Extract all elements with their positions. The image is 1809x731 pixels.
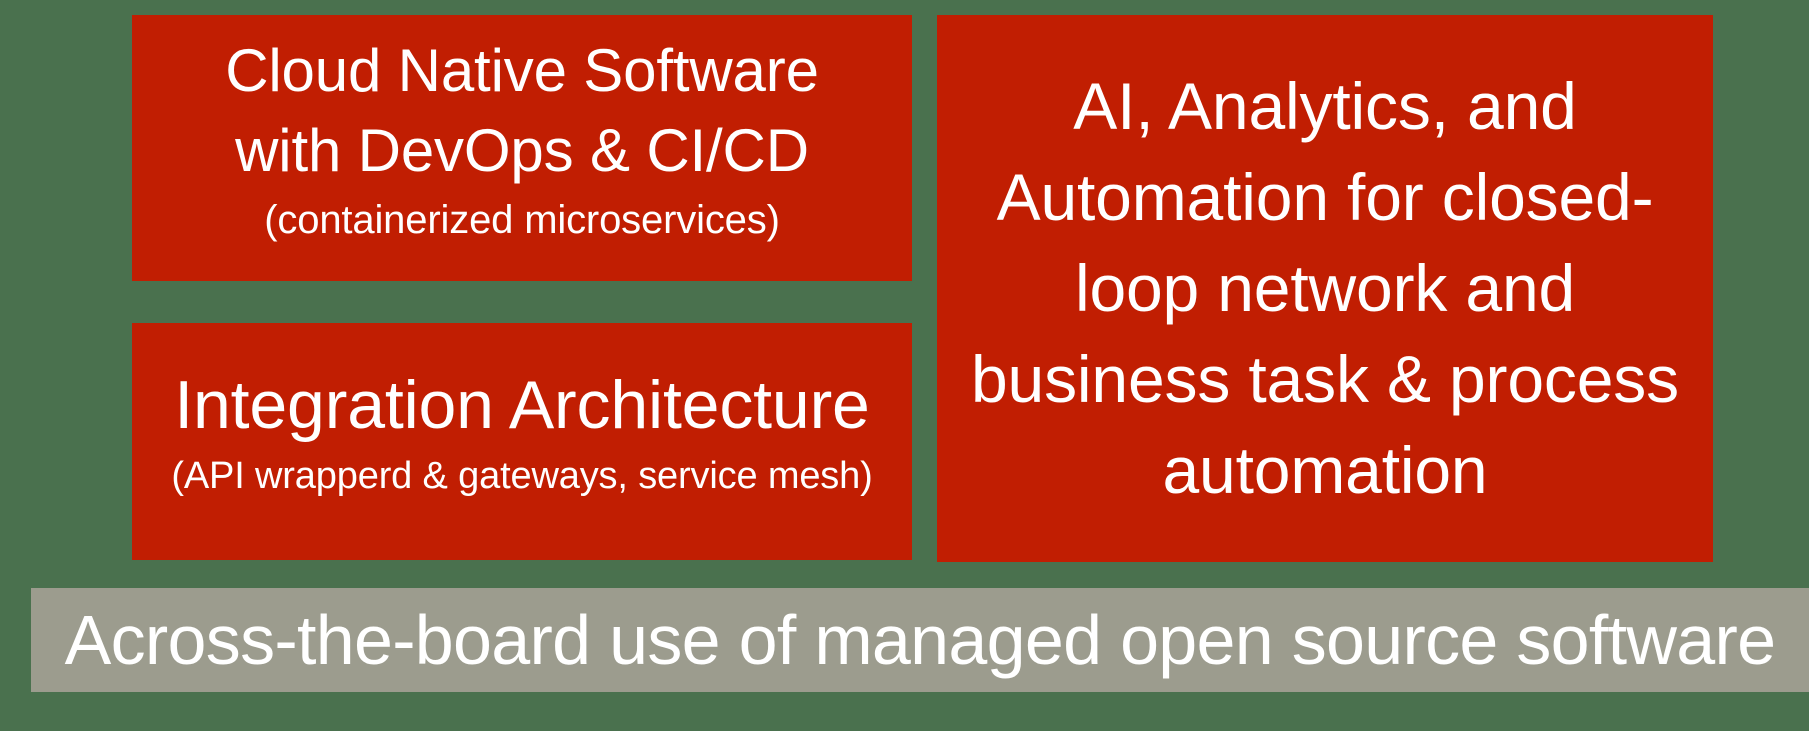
cloud-native-box: Cloud Native Software with DevOps & CI/C…	[132, 15, 912, 281]
integration-architecture-box: Integration Architecture (API wrapperd &…	[132, 323, 912, 560]
cloud-native-subtitle: (containerized microservices)	[264, 198, 780, 242]
ai-analytics-line-4: business task & process	[971, 342, 1679, 416]
ai-analytics-line-1: AI, Analytics, and	[1073, 69, 1577, 143]
open-source-bar: Across-the-board use of managed open sou…	[31, 588, 1809, 692]
ai-analytics-line-3: loop network and	[1074, 251, 1576, 325]
ai-analytics-line-2: Automation for closed-	[996, 160, 1654, 234]
open-source-bar-label: Across-the-board use of managed open sou…	[64, 601, 1776, 679]
integration-architecture-title: Integration Architecture	[174, 366, 870, 443]
integration-architecture-subtitle: (API wrapperd & gateways, service mesh)	[171, 454, 873, 497]
ai-analytics-automation-box: AI, Analytics, and Automation for closed…	[937, 15, 1713, 562]
cloud-native-title-line-2: with DevOps & CI/CD	[235, 117, 809, 184]
cloud-native-title-line-1: Cloud Native Software	[225, 37, 819, 104]
ai-analytics-line-5: automation	[1162, 433, 1488, 507]
